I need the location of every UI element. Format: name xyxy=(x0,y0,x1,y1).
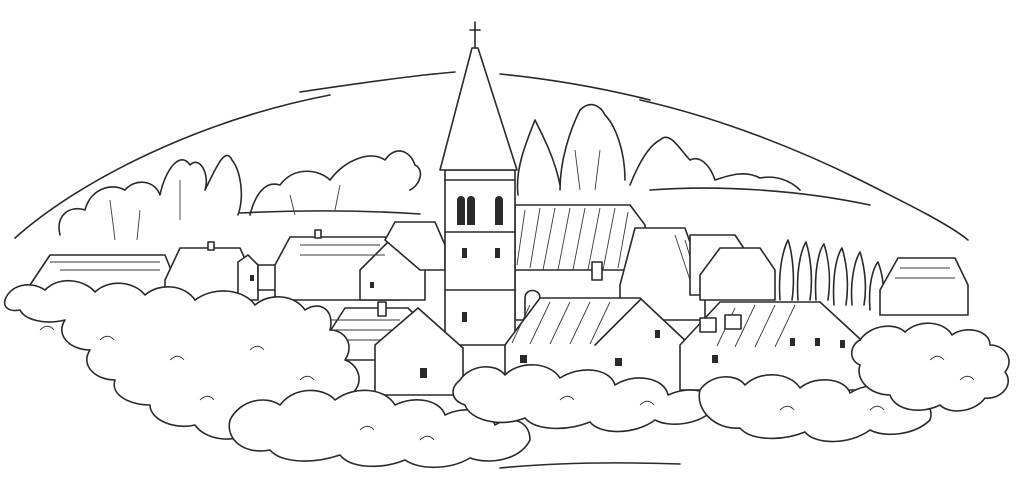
background-trees xyxy=(58,103,801,241)
left-houses xyxy=(29,221,446,301)
foreground-bushes xyxy=(3,280,1010,469)
right-houses xyxy=(619,227,969,321)
belfry-windows xyxy=(457,196,503,225)
church-spire xyxy=(439,47,518,171)
hills xyxy=(14,71,969,241)
church xyxy=(439,21,646,346)
cross-icon xyxy=(469,21,481,49)
church-tower xyxy=(444,169,516,346)
